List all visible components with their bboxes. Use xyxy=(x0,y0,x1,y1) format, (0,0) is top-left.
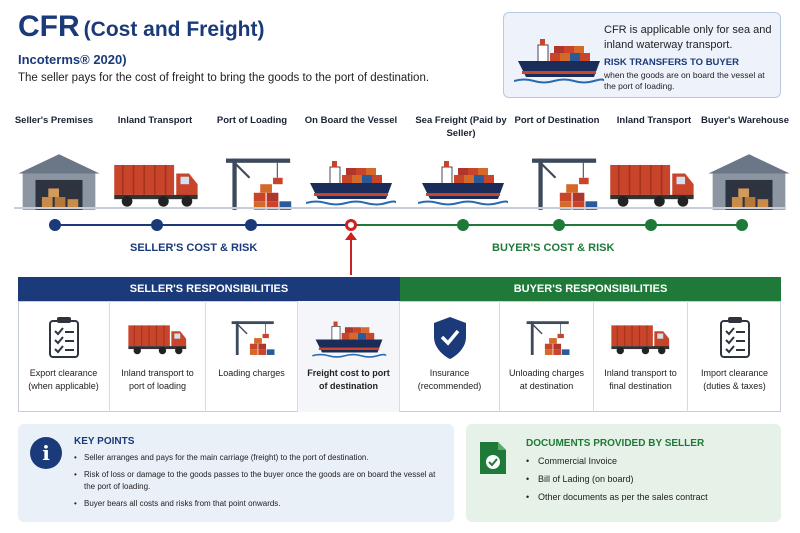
timeline-dot xyxy=(553,219,565,231)
ground-line xyxy=(14,207,786,209)
info-icon: i xyxy=(30,437,62,469)
seller-resp-export-clearance: Export clearance (when applicable) xyxy=(18,301,110,412)
timeline-dot xyxy=(49,219,61,231)
buyer-resp-insurance: Insurance (recommended) xyxy=(400,301,500,412)
buyer-resp-import-clearance: Import clearance (duties & taxes) xyxy=(688,301,781,412)
stage-label-sea-freight: Sea Freight (Paid by Seller) xyxy=(415,115,507,139)
risk-transfer-arrow xyxy=(350,233,352,275)
incoterms-label: Incoterms® 2020) xyxy=(18,52,127,67)
resp-text: Insurance (recommended) xyxy=(417,368,482,391)
truck-icon xyxy=(610,324,670,355)
documents-title: DOCUMENTS PROVIDED BY SELLER xyxy=(526,438,705,449)
seller-resp-loading-charges: Loading charges xyxy=(206,301,298,412)
crane-icon xyxy=(530,157,599,211)
warehouse-icon xyxy=(708,154,790,210)
truck-icon xyxy=(113,164,199,208)
seller-responsibilities-header: SELLER'S RESPONSIBILITIES xyxy=(18,277,400,301)
timeline-dot xyxy=(245,219,257,231)
seller-resp-inland-transport: Inland transport to port of loading xyxy=(110,301,206,412)
title-sub: (Cost and Freight) xyxy=(83,18,265,41)
resp-text: Export clearance (when applicable) xyxy=(28,368,99,391)
document-item: Bill of Lading (on board) xyxy=(526,474,634,484)
crane-icon xyxy=(224,157,293,211)
timeline-dot xyxy=(151,219,163,231)
resp-text: Freight cost to port of destination xyxy=(307,368,390,391)
checklist-icon xyxy=(719,316,750,358)
stage-label-buyers-warehouse: Buyer's Warehouse xyxy=(701,115,789,126)
buyer-responsibilities-header: BUYER'S RESPONSIBILITIES xyxy=(400,277,781,301)
title-main: CFR xyxy=(18,10,80,43)
resp-text: Inland transport to port of loading xyxy=(121,368,194,391)
key-point-item: Risk of loss or damage to the goods pass… xyxy=(74,469,446,493)
key-point-item: Buyer bears all costs and risks from tha… xyxy=(74,498,446,510)
ship-icon xyxy=(418,160,508,206)
document-item: Commercial Invoice xyxy=(526,456,617,466)
ship-icon xyxy=(514,38,604,84)
info-risk-title: RISK TRANSFERS TO BUYER xyxy=(604,57,739,68)
seller-timeline xyxy=(54,224,352,226)
buyer-cost-risk-label: BUYER'S COST & RISK xyxy=(492,242,615,254)
ship-icon xyxy=(311,320,386,358)
shield-check-icon xyxy=(431,315,468,361)
buyer-resp-inland-transport: Inland transport to final destination xyxy=(594,301,688,412)
info-applicability: CFR is applicable only for sea and inlan… xyxy=(604,24,772,51)
crane-icon xyxy=(525,320,570,356)
timeline-dot xyxy=(736,219,748,231)
key-point-item: Seller arranges and pays for the main ca… xyxy=(74,452,446,464)
buyer-resp-unloading: Unloading charges at destination xyxy=(500,301,594,412)
ship-icon xyxy=(306,160,396,206)
timeline-dot xyxy=(457,219,469,231)
info-box: CFR is applicable only for sea and inlan… xyxy=(503,12,781,98)
timeline-dot xyxy=(645,219,657,231)
seller-resp-freight-cost: Freight cost to port of destination xyxy=(298,301,400,412)
documents-box xyxy=(466,424,781,522)
resp-text: Loading charges xyxy=(218,368,285,378)
resp-text: Inland transport to final destination xyxy=(604,368,677,391)
page-title: CFR(Cost and Freight) xyxy=(18,10,264,44)
risk-transfer-dot xyxy=(345,219,357,231)
info-risk-desc: when the goods are on board the vessel a… xyxy=(604,70,765,91)
checklist-icon xyxy=(48,316,79,358)
stage-label-inland-transport: Inland Transport xyxy=(117,115,193,126)
warehouse-icon xyxy=(18,154,100,210)
document-item: Other documents as per the sales contrac… xyxy=(526,492,708,502)
risk-transfer-arrowhead xyxy=(345,232,357,240)
resp-text: Unloading charges at destination xyxy=(508,368,585,391)
buyer-timeline xyxy=(352,224,742,226)
tagline: The seller pays for the cost of freight … xyxy=(18,72,430,84)
truck-icon xyxy=(609,164,695,208)
stage-label-inland-transport-dest: Inland Transport xyxy=(616,115,692,126)
stage-label-on-board: On Board the Vessel xyxy=(304,115,398,126)
resp-text: Import clearance (duties & taxes) xyxy=(700,368,769,391)
stage-label-sellers-premises: Seller's Premises xyxy=(14,115,94,126)
seller-cost-risk-label: SELLER'S COST & RISK xyxy=(130,242,258,254)
document-check-icon xyxy=(480,442,506,474)
truck-icon xyxy=(127,324,187,355)
stage-label-port-of-loading: Port of Loading xyxy=(216,115,288,126)
stage-label-port-of-destination: Port of Destination xyxy=(514,115,600,126)
key-points-title: KEY POINTS xyxy=(74,436,135,447)
crane-icon xyxy=(230,320,275,356)
